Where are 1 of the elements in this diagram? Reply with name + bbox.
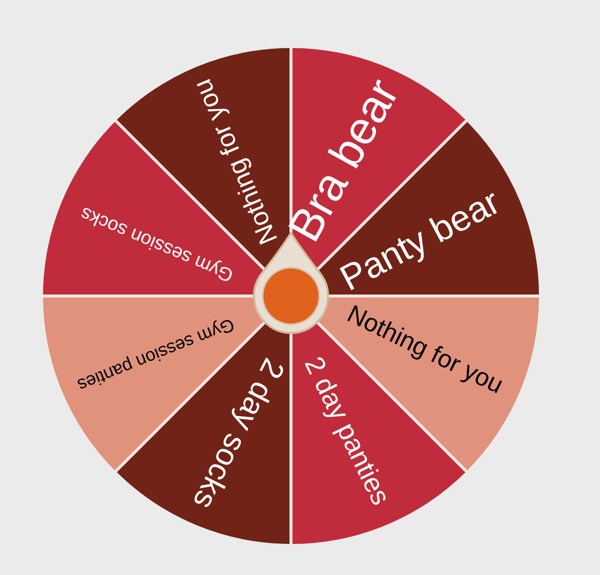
segment-label: 2 day socks xyxy=(188,354,290,514)
